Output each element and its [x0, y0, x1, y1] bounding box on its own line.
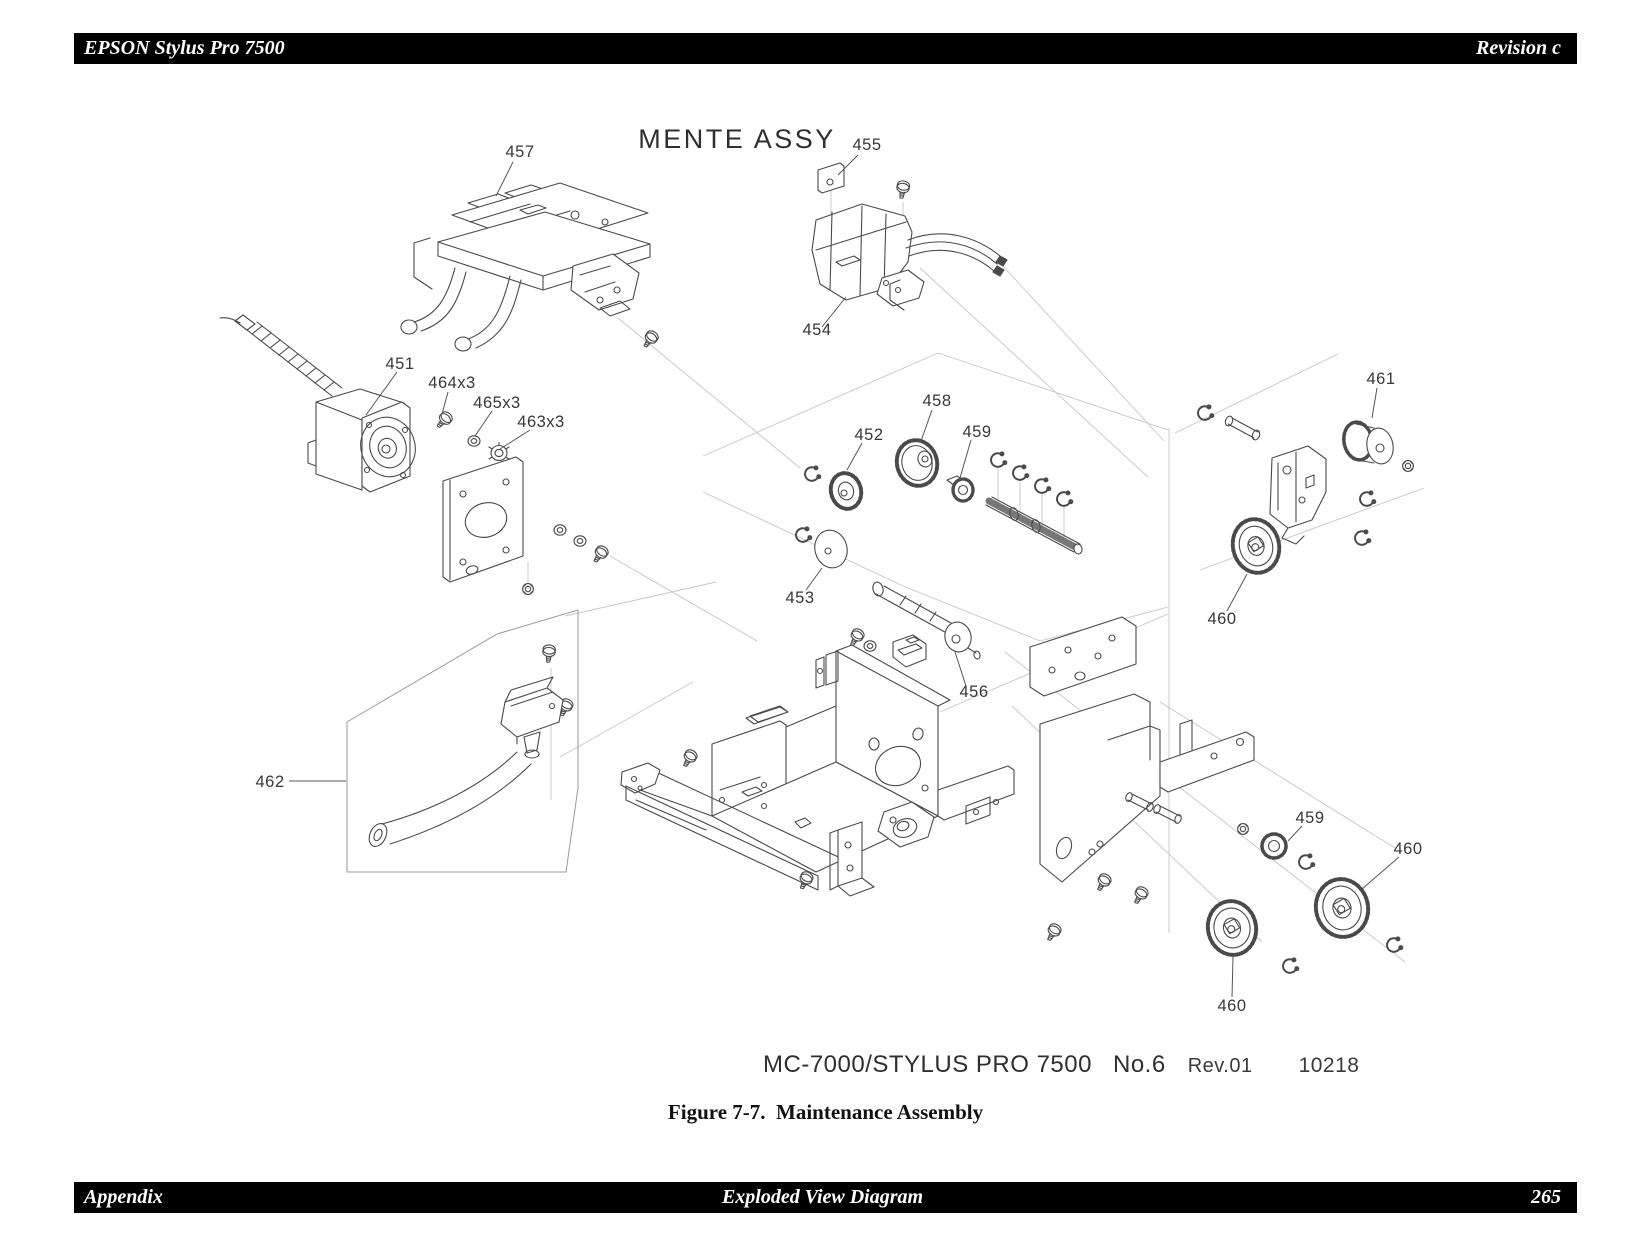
- part-label-463x3: 463x3: [517, 413, 564, 431]
- part-main-frame: [620, 616, 1137, 897]
- part-washer-465: [467, 435, 481, 447]
- header-revision: Revision c: [1476, 37, 1561, 59]
- diagram-title: MENTE ASSY: [638, 124, 836, 154]
- part-gear-train: [793, 438, 1083, 569]
- part-label-465x3: 465x3: [473, 394, 520, 412]
- part-label-454: 454: [802, 321, 831, 339]
- drawing-revision: Rev.01: [1187, 1055, 1253, 1077]
- footer-section: Appendix: [84, 1186, 163, 1208]
- part-label-452: 452: [854, 426, 883, 444]
- part-cap-assembly-454: [811, 162, 1008, 311]
- header-title: EPSON Stylus Pro 7500: [84, 37, 285, 59]
- part-label-459-b: 459: [1295, 809, 1324, 827]
- part-label-455: 455: [852, 136, 881, 154]
- part-label-461: 461: [1366, 370, 1395, 388]
- footer-chapter: Exploded View Diagram: [721, 1186, 924, 1208]
- part-screw-464: [432, 409, 455, 432]
- part-label-460-c: 460: [1217, 997, 1246, 1015]
- part-motor-451: [219, 314, 416, 493]
- part-label-460-a: 460: [1207, 610, 1236, 628]
- figure-caption: Figure 7-7. Maintenance Assembly: [667, 1100, 984, 1124]
- part-label-460-b: 460: [1393, 840, 1422, 858]
- drawing-number: 10218: [1298, 1054, 1360, 1077]
- part-pump-assembly-457: [400, 182, 661, 352]
- part-label-451: 451: [385, 355, 414, 373]
- footer-page-number: 265: [1531, 1186, 1561, 1208]
- part-roller-cluster-461-460: [1195, 403, 1414, 575]
- page-footer-band: Appendix Exploded View Diagram 265: [74, 1182, 1577, 1213]
- drawing-sheet-number: No.6: [1112, 1051, 1166, 1078]
- part-bushing-463: [488, 441, 510, 462]
- drawing-model: MC-7000/STYLUS PRO 7500: [763, 1051, 1092, 1078]
- part-label-453: 453: [785, 589, 814, 607]
- part-label-462: 462: [255, 773, 284, 791]
- drawing-code-line: MC-7000/STYLUS PRO 7500 No.6 Rev.01 1021…: [763, 1051, 1359, 1079]
- part-label-457: 457: [505, 143, 534, 161]
- part-label-464x3: 464x3: [428, 374, 475, 392]
- part-motor-plate: [442, 456, 611, 719]
- part-label-458: 458: [922, 392, 951, 410]
- part-bracket-cluster-459-460: [1039, 693, 1404, 976]
- projection-lines: [527, 190, 1425, 963]
- part-label-456: 456: [959, 683, 988, 701]
- part-label-459: 459: [962, 423, 991, 441]
- part-shaft-456: [845, 581, 981, 668]
- part-cap-tube-462: [346, 609, 579, 873]
- leader-lines: [289, 154, 1400, 998]
- page-header-band: EPSON Stylus Pro 7500 Revision c: [74, 33, 1577, 64]
